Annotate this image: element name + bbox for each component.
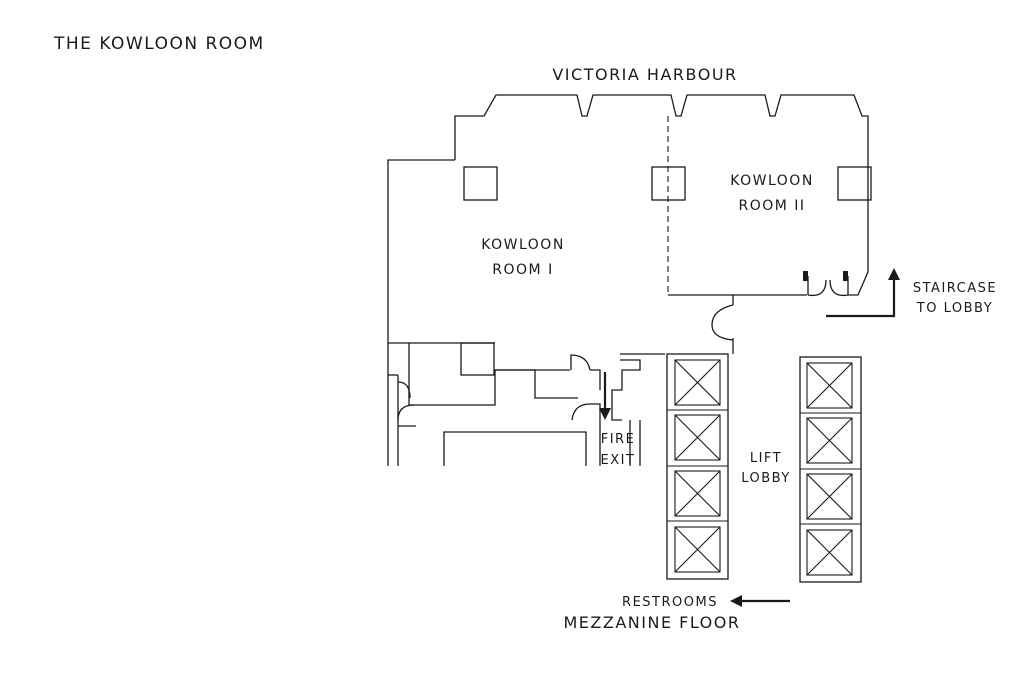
lift-cross-icon bbox=[806, 529, 853, 576]
door-swing-icon bbox=[711, 304, 734, 341]
room2-label-line1: KOWLOON bbox=[730, 173, 814, 189]
lift-bank-east bbox=[799, 356, 862, 583]
door-post-right bbox=[843, 271, 848, 281]
lift-lobby-label-line2: LOBBY bbox=[741, 471, 791, 486]
harbour-wall bbox=[454, 94, 869, 272]
harbour-label: VICTORIA HARBOUR bbox=[552, 65, 737, 84]
lift-cross-icon bbox=[674, 359, 721, 406]
room2-label-line2: ROOM II bbox=[738, 198, 805, 214]
room1-label-line2: ROOM I bbox=[492, 262, 553, 278]
room1-west-wall bbox=[387, 159, 495, 344]
arrow-up-icon bbox=[826, 276, 896, 318]
fire-exit-wall bbox=[590, 353, 665, 466]
lift-bank-west bbox=[666, 353, 729, 580]
column-square-icon bbox=[463, 166, 498, 201]
room1-label-line1: KOWLOON bbox=[481, 237, 565, 253]
page-title: THE KOWLOON ROOM bbox=[53, 34, 265, 54]
lift-lobby-label-line1: LIFT bbox=[750, 451, 782, 466]
restrooms-label: RESTROOMS bbox=[622, 595, 718, 610]
fire-exit-label-line1: FIRE bbox=[601, 432, 636, 447]
lift-cross-icon bbox=[806, 473, 853, 520]
staircase-label-line2: TO LOBBY bbox=[916, 301, 993, 316]
lift-cross-icon bbox=[806, 362, 853, 409]
column-square-icon bbox=[460, 342, 495, 376]
door-swing-icon bbox=[570, 354, 591, 371]
staircase-label-line1: STAIRCASE bbox=[913, 281, 997, 296]
lift-cross-icon bbox=[674, 526, 721, 573]
floor-label: MEZZANINE FLOOR bbox=[564, 613, 741, 632]
fire-exit-left bbox=[590, 403, 601, 466]
lift-cross-icon bbox=[806, 417, 853, 464]
room2-east-return bbox=[848, 271, 869, 296]
door-swing-icon bbox=[397, 381, 411, 399]
door-swing-icon bbox=[397, 404, 415, 421]
door-post-left bbox=[803, 271, 808, 281]
arrow-down-head bbox=[599, 408, 611, 420]
corridor-bottom-wall bbox=[443, 431, 587, 466]
fire-exit-label-line2: EXIT bbox=[601, 453, 636, 468]
column-square-icon bbox=[651, 166, 686, 201]
lift-cross-icon bbox=[674, 470, 721, 517]
door-swing-icon bbox=[571, 403, 591, 421]
door-swing-icon bbox=[807, 279, 849, 297]
lift-cross-icon bbox=[674, 414, 721, 461]
arrow-up-head bbox=[888, 268, 900, 280]
arrow-left-head bbox=[730, 595, 742, 607]
column-square-icon bbox=[837, 166, 872, 201]
